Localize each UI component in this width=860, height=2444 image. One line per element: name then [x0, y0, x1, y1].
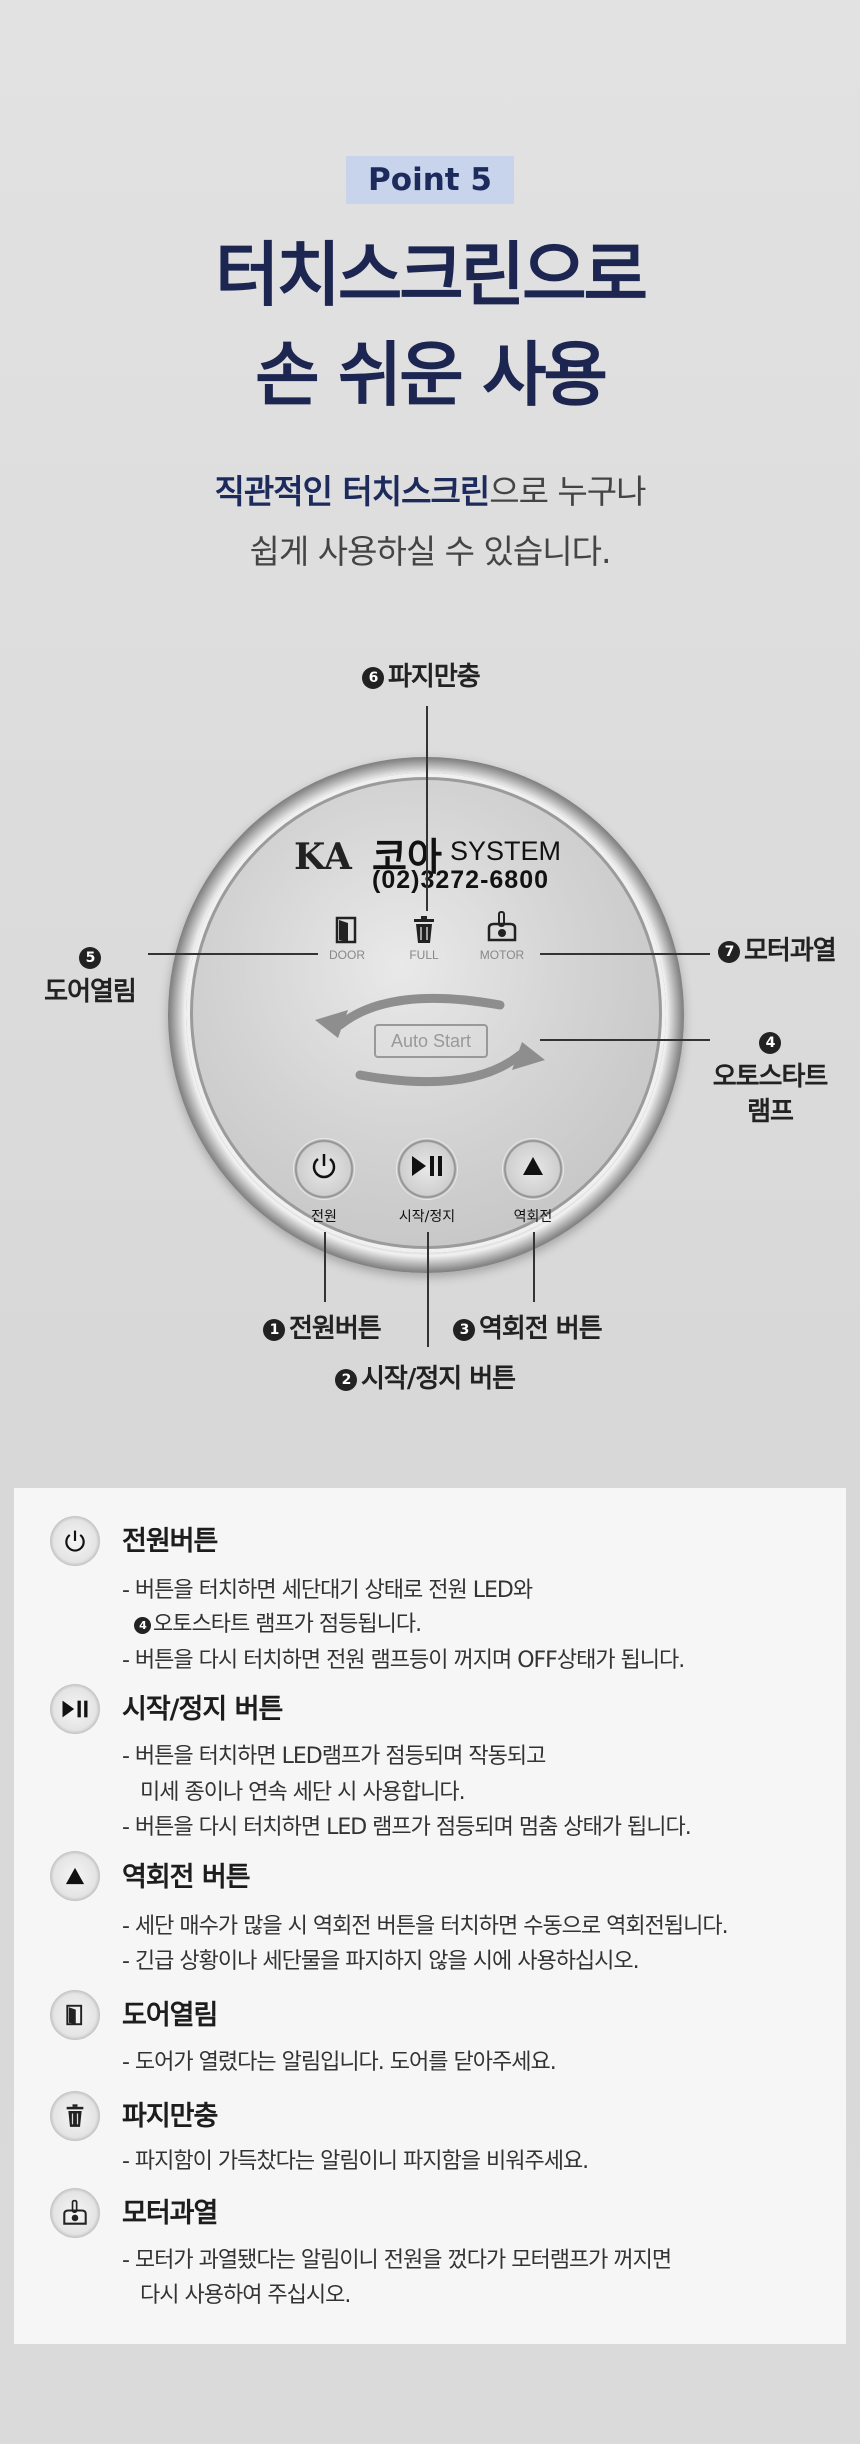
callout-5-number: 5	[79, 947, 101, 969]
item-title-power: 전원버튼	[122, 1526, 218, 1557]
description-panel	[14, 1488, 846, 2344]
callout-6-number: 6	[362, 667, 384, 689]
callout-1-number: 1	[263, 1319, 285, 1341]
leader-line-7	[540, 953, 710, 955]
item-door-line-1: - 도어가 열렸다는 알림입니다. 도어를 닫아주세요.	[122, 2050, 557, 2075]
callout-4: 4 오토스타트 램프	[705, 1025, 835, 1130]
leader-line-1	[324, 1232, 326, 1302]
reverse-button[interactable]	[502, 1138, 564, 1200]
play-pause-icon	[409, 1153, 445, 1186]
point-badge: Point 5	[346, 156, 514, 204]
item-title-reverse: 역회전 버튼	[122, 1862, 251, 1893]
brand-ka-logo: KA	[294, 836, 352, 878]
item-title-door: 도어열림	[122, 2000, 218, 2031]
subtitle-bold: 직관적인 터치스크린	[214, 472, 490, 511]
callout-2-text: 시작/정지 버튼	[361, 1364, 516, 1394]
callout-5: 5 도어열림	[40, 940, 140, 1010]
callout-6-text: 파지만충	[388, 662, 481, 692]
leader-line-4	[540, 1039, 710, 1041]
control-panel-illustration: KA 코아 SYSTEM (02)3272-6800 DOOR FULL MOT…	[40, 660, 837, 1397]
reverse-button-label: 역회전	[513, 1209, 553, 1225]
item-title-full: 파지만충	[122, 2101, 218, 2132]
door-icon	[50, 1990, 100, 2040]
power-icon	[50, 1516, 100, 1566]
headline-line-2: 손 쉬운 사용	[255, 334, 608, 416]
item-start-line-2: 미세 종이나 연속 세단 시 사용합니다.	[140, 1780, 466, 1805]
auto-start-lamp: Auto Start	[374, 1024, 488, 1058]
item-title-start-stop: 시작/정지 버튼	[122, 1694, 283, 1725]
rotation-arrows-icon	[315, 993, 545, 1087]
item-title-motor: 모터과열	[122, 2198, 218, 2229]
motor-icon	[472, 910, 532, 949]
callout-5-text: 도어열림	[44, 977, 137, 1008]
subtitle-rest: 으로 누구나	[489, 472, 646, 511]
motor-icon	[50, 2188, 100, 2238]
item-power-line-2-text: 오토스타트 램프가 점등됩니다.	[153, 1612, 422, 1637]
brand-phone: (02)3272-6800	[372, 866, 550, 894]
full-lamp-label: FULL	[409, 948, 439, 962]
motor-lamp-label: MOTOR	[479, 948, 525, 962]
door-icon	[317, 916, 377, 949]
callout-2-number: 2	[335, 1369, 357, 1391]
subtitle-line-2: 쉽게 사용하실 수 있습니다.	[249, 532, 612, 571]
leader-line-6	[426, 706, 428, 911]
item-motor-line-2: 다시 사용하여 주십시오.	[140, 2283, 351, 2308]
power-button[interactable]	[293, 1138, 355, 1200]
leader-line-2	[427, 1232, 429, 1347]
trash-icon	[50, 2091, 100, 2141]
item-reverse-line-2: - 긴급 상황이나 세단물을 파지하지 않을 시에 사용하십시오.	[122, 1949, 640, 1974]
door-lamp-label: DOOR	[329, 948, 365, 962]
callout-7-text: 모터과열	[744, 936, 837, 966]
brand-system: SYSTEM	[450, 836, 562, 866]
start-stop-button-label: 시작/정지	[398, 1209, 456, 1225]
start-stop-button[interactable]	[396, 1138, 458, 1200]
item-start-line-3: - 버튼을 다시 터치하면 LED 램프가 점등되며 멈춤 상태가 됩니다.	[122, 1815, 692, 1840]
trash-icon	[394, 916, 454, 949]
callout-4-text-2: 램프	[747, 1097, 794, 1128]
item-motor-line-1: - 모터가 과열됐다는 알림이니 전원을 껐다가 모터램프가 꺼지면	[122, 2248, 672, 2273]
callout-3-number: 3	[453, 1319, 475, 1341]
item-full-line-1: - 파지함이 가득찼다는 알림이니 파지함을 비워주세요.	[122, 2149, 589, 2174]
callout-3-text: 역회전 버튼	[479, 1314, 603, 1344]
power-icon	[309, 1151, 339, 1188]
triangle-up-icon	[50, 1851, 100, 1901]
item-start-line-1: - 버튼을 터치하면 LED램프가 점등되며 작동되고	[122, 1744, 546, 1769]
item-reverse-line-1: - 세단 매수가 많을 시 역회전 버튼을 터치하면 수동으로 역회전됩니다.	[122, 1914, 729, 1939]
power-button-label: 전원	[311, 1209, 337, 1225]
headline-line-1: 터치스크린으로	[215, 234, 648, 316]
subtitle-line-1: 직관적인 터치스크린으로 누구나	[0, 475, 860, 508]
callout-4-text-1: 오토스타트	[712, 1062, 829, 1093]
callout-1-text: 전원버튼	[289, 1314, 382, 1344]
leader-line-5	[148, 953, 318, 955]
callout-7-number: 7	[718, 941, 740, 963]
triangle-up-icon	[521, 1154, 545, 1184]
leader-line-3	[533, 1232, 535, 1302]
callout-4-number: 4	[759, 1032, 781, 1054]
item-power-line-3: - 버튼을 다시 터치하면 전원 램프등이 꺼지며 OFF상태가 됩니다.	[122, 1648, 685, 1673]
brand-name: 코아	[372, 835, 442, 879]
play-pause-icon	[50, 1684, 100, 1734]
item-power-line-1: - 버튼을 터치하면 세단대기 상태로 전원 LED와	[122, 1578, 533, 1603]
item-power-line-2-number: 4	[134, 1617, 151, 1634]
